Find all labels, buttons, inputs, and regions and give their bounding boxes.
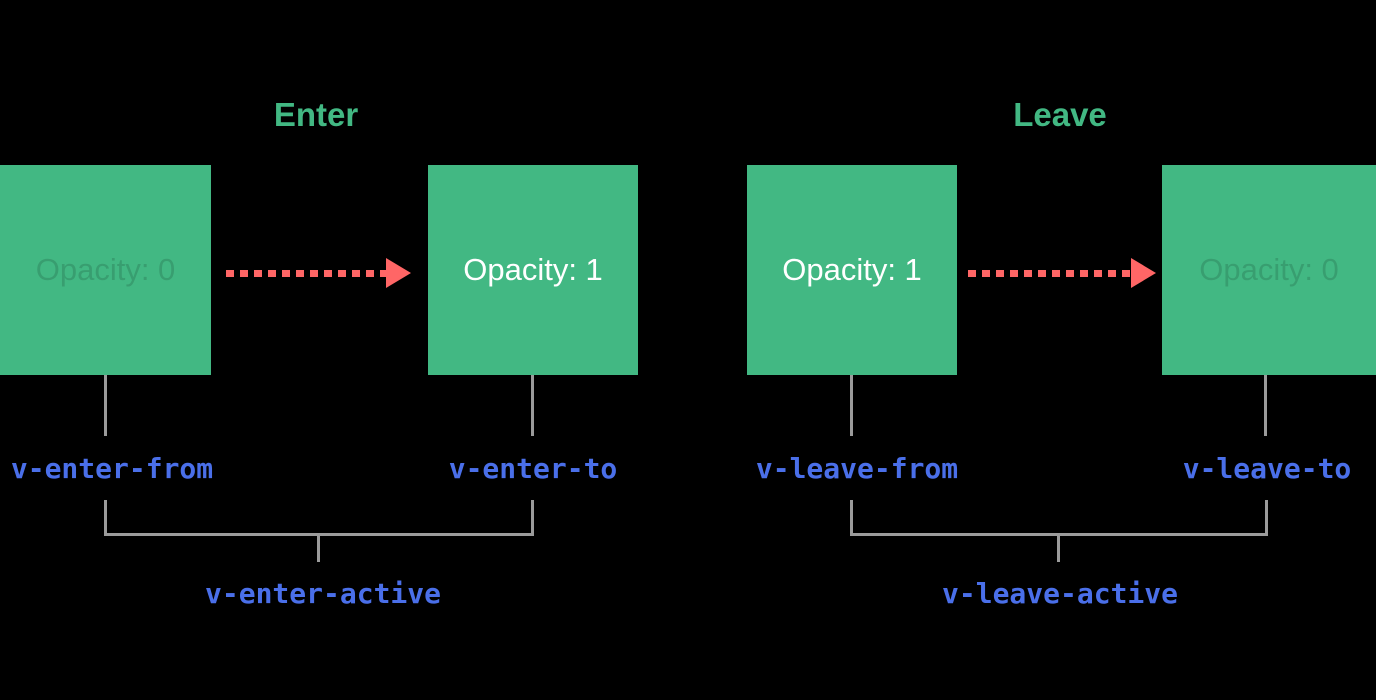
leave-to-class-label: v-leave-to [1182,452,1352,485]
leave-active-bracket [850,500,1268,536]
enter-to-class-label: v-enter-to [448,452,618,485]
dashed-line [968,270,1130,277]
leave-to-box-label: Opacity: 0 [1199,252,1339,287]
connector-line [850,375,853,436]
leave-from-box: Opacity: 1 [747,165,957,375]
enter-active-class-label: v-enter-active [204,577,442,610]
connector-line [531,375,534,436]
enter-from-box: Opacity: 0 [0,165,211,375]
leave-from-box-label: Opacity: 1 [782,252,922,287]
leave-to-box: Opacity: 0 [1162,165,1376,375]
leave-from-class-label: v-leave-from [755,452,959,485]
arrowhead-icon [1131,258,1156,288]
enter-from-box-label: Opacity: 0 [35,252,176,287]
enter-from-class-label: v-enter-from [10,452,214,485]
enter-to-box-label: Opacity: 1 [463,252,603,287]
enter-heading: Enter [273,96,359,134]
connector-line [104,375,107,436]
connector-line [1057,536,1060,562]
connector-line [317,536,320,562]
arrowhead-icon [386,258,411,288]
enter-active-bracket [104,500,534,536]
connector-line [1264,375,1267,436]
leave-heading: Leave [1013,96,1107,134]
dashed-line [226,270,386,277]
leave-active-class-label: v-leave-active [941,577,1179,610]
enter-to-box: Opacity: 1 [428,165,638,375]
